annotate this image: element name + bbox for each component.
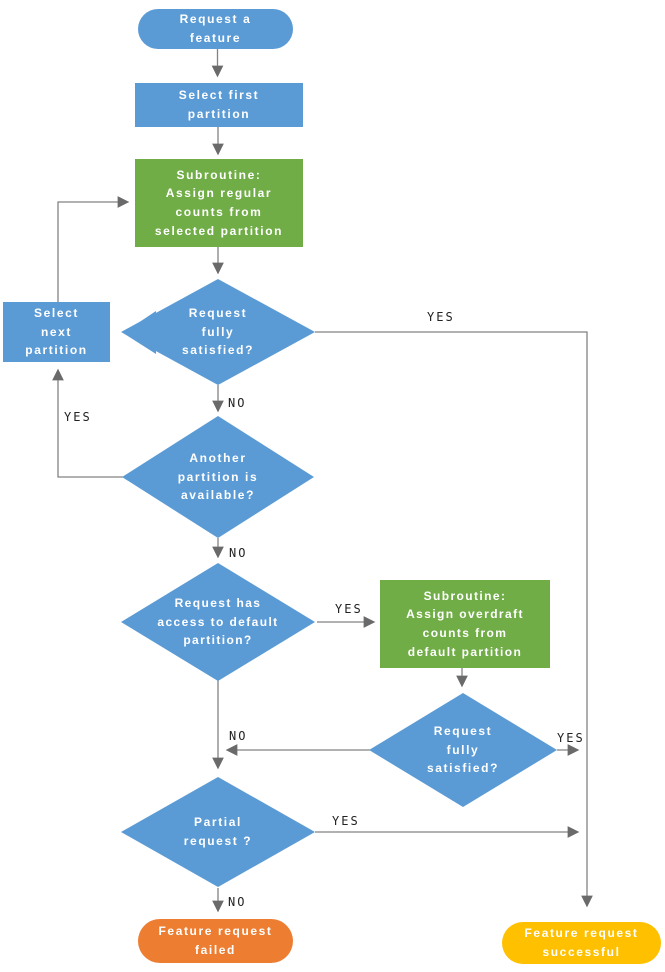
node-select-next-partition: Select next partition bbox=[3, 302, 110, 362]
node-feature-request-successful: Feature request successful bbox=[502, 922, 661, 964]
label-d2-yes: YES bbox=[64, 410, 92, 424]
node-start: Request a feature bbox=[138, 9, 293, 49]
node-subroutine-overdraft: Subroutine: Assign overdraft counts from… bbox=[380, 580, 550, 668]
node-subroutine-overdraft-label: Subroutine: Assign overdraft counts from… bbox=[406, 588, 524, 659]
label-d4-yes: YES bbox=[557, 731, 585, 745]
edge-d2-yes-to-select-next bbox=[52, 368, 123, 478]
node-decision-fully-satisfied-2-label: Request fully satisfied? bbox=[426, 724, 499, 776]
node-decision-fully-satisfied-1-label: Request fully satisfied? bbox=[181, 306, 254, 358]
node-decision-default-access-label: Request has access to default partition? bbox=[157, 596, 279, 648]
label-d5-no: NO bbox=[228, 895, 247, 909]
node-select-next-partition-label: Select next partition bbox=[25, 306, 88, 358]
node-subroutine-regular-label: Subroutine: Assign regular counts from s… bbox=[154, 167, 284, 238]
edge-d1-yes-to-successful bbox=[315, 331, 593, 908]
label-d5-yes: YES bbox=[332, 814, 360, 828]
label-d2-no: NO bbox=[229, 546, 248, 560]
node-decision-another-partition-label: Another partition is available? bbox=[177, 451, 259, 503]
node-decision-partial-request-label: Partial request ? bbox=[183, 815, 253, 848]
label-d1-yes: YES bbox=[427, 310, 455, 324]
edge-select-next-to-sub-regular bbox=[57, 196, 130, 302]
node-feature-request-successful-label: Feature request successful bbox=[524, 926, 639, 959]
label-d4-no: NO bbox=[229, 729, 248, 743]
node-subroutine-regular: Subroutine: Assign regular counts from s… bbox=[135, 159, 303, 247]
node-start-label: Request a feature bbox=[179, 12, 252, 45]
label-d1-no: NO bbox=[228, 396, 247, 410]
label-d3-yes: YES bbox=[335, 602, 363, 616]
node-feature-request-failed-label: Feature request failed bbox=[158, 924, 273, 957]
node-feature-request-failed: Feature request failed bbox=[138, 919, 293, 963]
node-select-first-partition: Select first partition bbox=[135, 83, 303, 127]
node-select-first-partition-label: Select first partition bbox=[178, 88, 260, 121]
